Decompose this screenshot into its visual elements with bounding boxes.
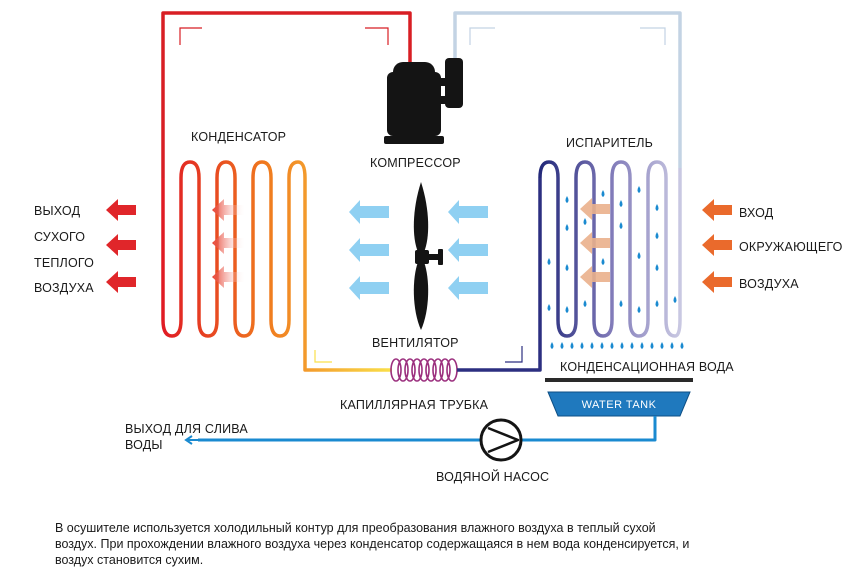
drain-output-label-1: ВЫХОД ДЛЯ СЛИВА (125, 422, 248, 436)
hot-flow-arrow-2 (365, 27, 389, 45)
outlet-label: ВОЗДУХА (34, 281, 94, 295)
cold-flow-arrow (640, 27, 666, 45)
water-tank (547, 391, 691, 417)
water-tank-top (545, 378, 693, 382)
condensate-water-label: КОНДЕНСАЦИОННАЯ ВОДА (560, 360, 734, 374)
water-pump-icon (479, 418, 523, 462)
evaporator-label: ИСПАРИТЕЛЬ (566, 136, 654, 150)
air-flow-arrows (349, 200, 488, 300)
outlet-label: СУХОГО (34, 230, 86, 244)
drain-output-label-2: ВОДЫ (125, 438, 163, 452)
caption: В осушителе используется холодильный кон… (55, 520, 815, 568)
outlet-arrows (106, 199, 136, 293)
condenser-coil (161, 160, 392, 372)
outlet-label: ВЫХОД (34, 204, 81, 218)
fan-label: ВЕНТИЛЯТОР (372, 336, 459, 350)
inlet-label: ВХОД (739, 206, 774, 220)
drain-outlet-arrow-icon (184, 435, 198, 445)
condenser-flow-arrow (314, 350, 332, 363)
cold-suction-line (453, 11, 682, 168)
hot-discharge-line (161, 11, 412, 178)
condenser-label: КОНДЕНСАТОР (191, 130, 287, 144)
fan-icon (413, 182, 443, 330)
capillary-coil (390, 358, 458, 382)
inlet-label: ВОЗДУХА (739, 277, 799, 291)
compressor-icon (384, 58, 463, 144)
evaporator-air-arrows (580, 198, 610, 288)
caption-line: воздух становится сухим. (55, 553, 204, 567)
water-pump-label: ВОДЯНОЙ НАСОС (436, 470, 550, 484)
water-droplets (547, 186, 677, 313)
outlet-label: ТЕПЛОГО (34, 256, 95, 270)
condenser-air-arrows (212, 199, 246, 288)
caption-line: В осушителе используется холодильный кон… (55, 521, 656, 535)
hot-flow-arrow (179, 27, 202, 45)
dripping-droplets (550, 342, 684, 349)
evaporator-flow-arrow (505, 346, 523, 363)
cold-flow-arrow-2 (469, 27, 495, 45)
evaporator-feed-line (457, 178, 542, 372)
inlet-arrows (702, 199, 732, 293)
drain-line (522, 416, 657, 442)
capillary-tube-label: КАПИЛЛЯРНАЯ ТРУБКА (340, 398, 489, 412)
evaporator-coil (538, 160, 682, 338)
compressor-label: КОМПРЕССОР (370, 156, 461, 170)
inlet-label: ОКРУЖАЮЩЕГО (739, 240, 843, 254)
water-tank-label: WATER TANK (581, 399, 657, 411)
caption-line: воздух. При прохождении влажного воздуха… (55, 537, 690, 551)
